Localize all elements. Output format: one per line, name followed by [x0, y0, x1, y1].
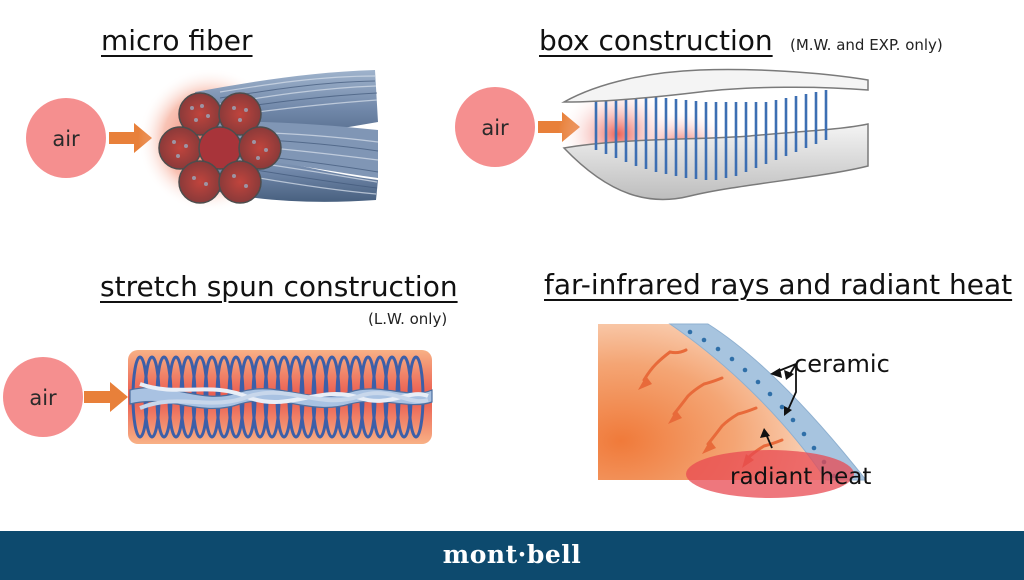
stretch-spun-note: (L.W. only): [368, 310, 448, 328]
far-infrared-title: far-infrared rays and radiant heat: [544, 268, 1013, 301]
callout-arrowheads: [760, 368, 794, 438]
radiant-heat-ellipse: [686, 450, 854, 498]
air-arrow: [84, 382, 128, 412]
box-construction-illustration: air: [455, 68, 869, 201]
air-circle: [26, 98, 106, 178]
twisted-yarn: [129, 382, 433, 410]
air-label: air: [52, 127, 80, 151]
top-sheet: [561, 68, 869, 103]
box-construction-note: (M.W. and EXP. only): [790, 36, 943, 54]
box-construction-title: box construction: [539, 24, 773, 57]
stretch-spun-title: stretch spun construction: [100, 270, 458, 303]
brand-logo: mont·bell: [442, 540, 582, 569]
air-circle: [455, 87, 535, 167]
radiant-heat-label: radiant heat: [730, 464, 871, 490]
micro-fiber-title: micro fiber: [101, 24, 253, 57]
ceramic-layer: [668, 323, 868, 481]
fiber-cross-section: [158, 92, 282, 204]
stretch-spun-illustration: air: [3, 350, 433, 444]
air-label: air: [29, 386, 57, 410]
footer-bar: mont·bell: [0, 531, 1024, 580]
air-circle: [3, 357, 83, 437]
ceramic-label: ceramic: [794, 350, 890, 378]
baffle-walls: [594, 90, 828, 180]
far-infrared-illustration: ceramic radiant heat: [598, 323, 890, 498]
fiber-micro-dots: [172, 104, 268, 188]
micro-fiber-illustration: air: [26, 68, 379, 212]
air-label: air: [481, 116, 509, 140]
